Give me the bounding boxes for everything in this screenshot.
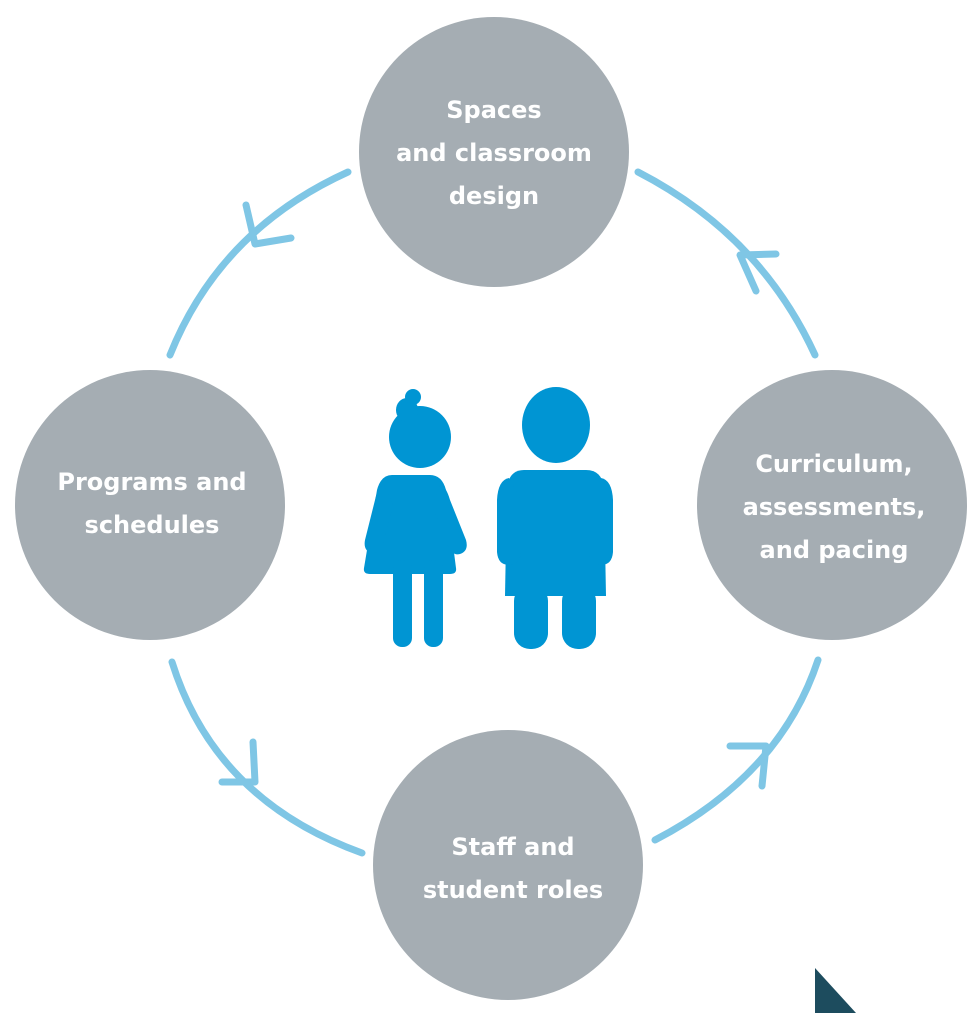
node-bottom-label-1: Staff and: [451, 833, 574, 861]
girl-and-boy-icon: [363, 387, 613, 649]
node-right-label-1: Curriculum,: [755, 450, 912, 478]
node-top-label-2: and classroom: [396, 139, 592, 167]
arc-top-to-left: [166, 168, 352, 359]
node-left-label-2: schedules: [85, 511, 220, 539]
node-top-circle: [359, 17, 629, 287]
node-right-circle: [697, 370, 967, 640]
node-bottom-label-2: student roles: [423, 876, 603, 904]
node-left-circle: [15, 370, 285, 640]
arrowhead-bottom-right-icon: [726, 742, 770, 790]
arc-right-to-top: [634, 168, 819, 359]
arrowhead-bottom-left-icon: [218, 738, 259, 786]
node-bottom-circle: [373, 730, 643, 1000]
arc-left-to-bottom: [168, 658, 366, 857]
node-top-label-1: Spaces: [446, 96, 541, 124]
node-top: Spaces and classroom design: [359, 17, 629, 287]
node-right-label-3: and pacing: [760, 536, 909, 564]
node-bottom: Staff and student roles: [373, 730, 643, 1000]
arc-bottom-to-right: [651, 656, 822, 844]
girl-figure-icon: [363, 389, 467, 647]
node-top-label-3: design: [449, 182, 539, 210]
corner-triangle-mark: [815, 968, 856, 1013]
arrowhead-top-right-icon: [736, 250, 780, 295]
arrowhead-top-left-icon: [242, 201, 295, 248]
node-right: Curriculum, assessments, and pacing: [697, 370, 967, 640]
node-right-label-2: assessments,: [743, 493, 926, 521]
node-left: Programs and schedules: [15, 370, 285, 640]
node-left-label-1: Programs and: [57, 468, 246, 496]
boy-figure-icon: [497, 387, 613, 649]
